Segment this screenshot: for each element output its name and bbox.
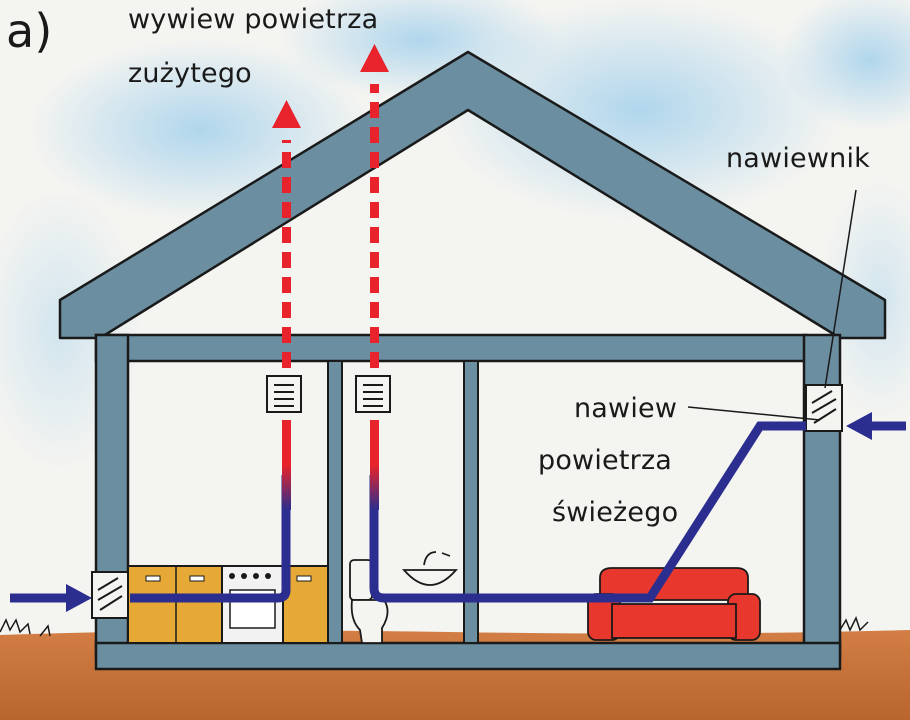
partition-bathroom (463, 360, 479, 644)
sky-background (0, 0, 910, 470)
fresh-air-flow-left (10, 475, 291, 612)
inlet-device-leader (824, 189, 857, 389)
right-wall (802, 333, 842, 659)
supply-label-line3: świeżego (552, 497, 679, 528)
sofa-icon (587, 567, 761, 641)
floor-slab (94, 641, 842, 671)
ceiling-beam (94, 333, 808, 363)
supply-leader (687, 406, 821, 421)
inlet-vent-icon (805, 384, 843, 432)
sink-icon (402, 551, 458, 586)
supply-label-line2: powietrza (538, 445, 673, 476)
partition-kitchen (327, 360, 343, 644)
fresh-air-flow-right (369, 412, 906, 603)
inlet-vent-icon (91, 571, 129, 619)
exhaust-label-line2: zużytego (128, 58, 252, 89)
toilet-icon (349, 559, 389, 644)
supply-label-line1: nawiew (574, 393, 678, 424)
oven-icon (221, 565, 284, 644)
exhaust-grille-icon (266, 375, 302, 413)
exhaust-air-flow-kitchen (272, 100, 301, 510)
panel-label: a) (6, 4, 53, 58)
exhaust-air-flow-bathroom (360, 44, 389, 510)
exhaust-grille-icon (355, 375, 391, 413)
grass (0, 616, 869, 637)
inlet-device-label: nawiewnik (726, 143, 870, 174)
exhaust-label-line1: wywiew powietrza (128, 4, 379, 35)
